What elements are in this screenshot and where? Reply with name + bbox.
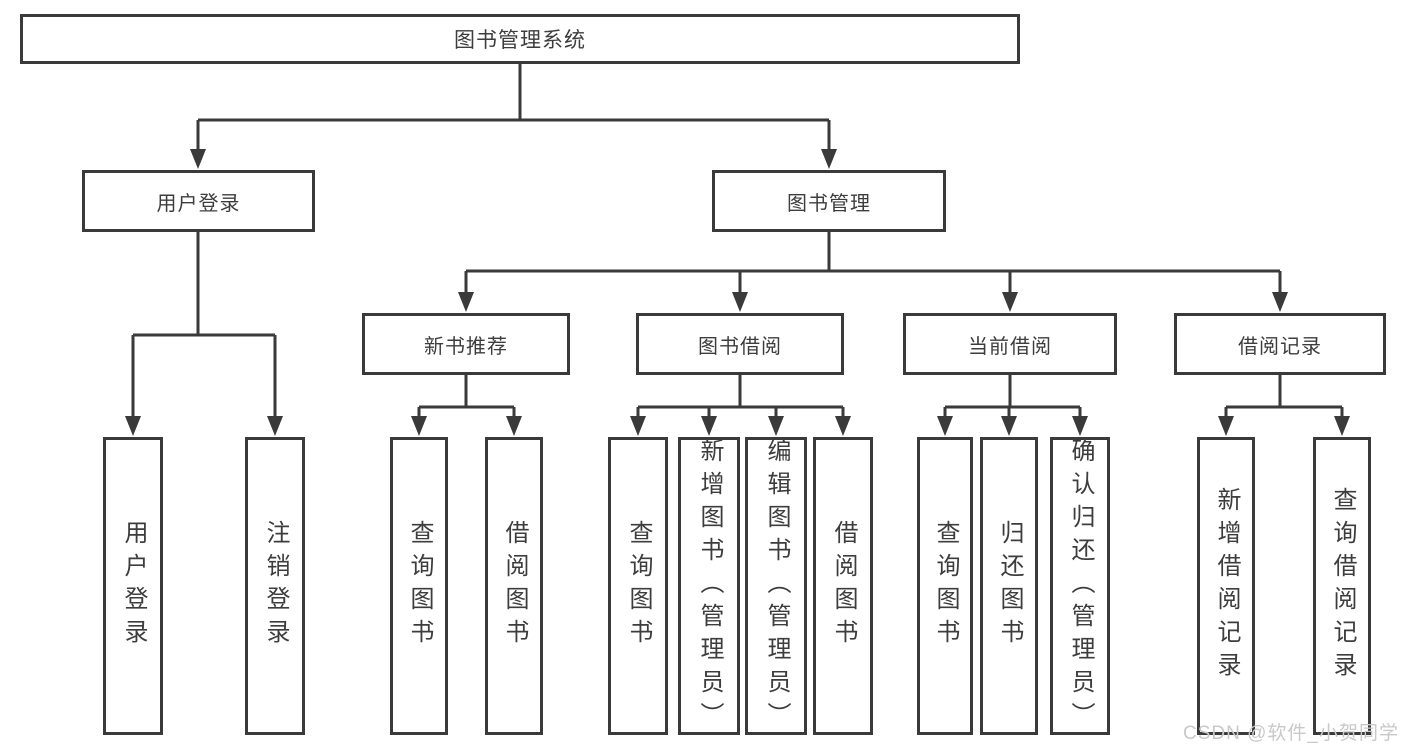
node-book-management: 图书管理: [712, 170, 946, 232]
leaf-user-login: 用户登录: [103, 437, 163, 735]
node-borrow-records: 借阅记录: [1174, 313, 1386, 375]
leaf-borrow-books-1: 借阅图书: [485, 437, 543, 735]
leaf-label: 编辑图书（管理员）: [763, 437, 790, 735]
leaf-label: 归还图书: [996, 520, 1023, 652]
leaf-edit-book-admin: 编辑图书（管理员）: [745, 437, 807, 735]
leaf-label: 查询图书: [625, 520, 652, 652]
node-library-system: 图书管理系统: [20, 14, 1020, 64]
leaf-label: 用户登录: [120, 520, 147, 652]
leaf-label: 借阅图书: [501, 520, 528, 652]
node-new-book-recommend: 新书推荐: [362, 313, 570, 375]
node-label: 图书管理: [787, 192, 871, 215]
node-label: 用户登录: [156, 192, 241, 215]
leaf-borrow-books-2: 借阅图书: [813, 437, 873, 735]
node-label: 当前借阅: [968, 335, 1052, 358]
leaf-label: 新增借阅记录: [1213, 487, 1240, 685]
node-label: 图书借阅: [698, 335, 782, 358]
leaf-label: 确认归还（管理员）: [1067, 437, 1094, 735]
leaf-label: 新增图书（管理员）: [696, 437, 723, 735]
leaf-add-book-admin: 新增图书（管理员）: [678, 437, 740, 735]
leaf-query-books-3: 查询图书: [917, 437, 973, 735]
leaf-logout: 注销登录: [245, 437, 305, 735]
leaf-label: 查询借阅记录: [1329, 487, 1356, 685]
node-user-login: 用户登录: [82, 170, 315, 232]
node-book-borrow: 图书借阅: [636, 313, 844, 375]
csdn-watermark: CSDN @软件_小贺同学: [1183, 723, 1399, 744]
leaf-query-books-1: 查询图书: [390, 437, 448, 735]
node-current-borrow: 当前借阅: [903, 313, 1117, 375]
leaf-add-borrow-record: 新增借阅记录: [1197, 437, 1255, 735]
node-label: 新书推荐: [424, 335, 508, 358]
leaf-query-borrow-record: 查询借阅记录: [1313, 437, 1371, 735]
leaf-label: 查询图书: [406, 520, 433, 652]
leaf-return-book: 归还图书: [980, 437, 1038, 735]
leaf-query-books-2: 查询图书: [608, 437, 668, 735]
leaf-label: 注销登录: [262, 520, 289, 652]
node-label: 借阅记录: [1238, 335, 1322, 358]
leaf-confirm-return-admin: 确认归还（管理员）: [1050, 437, 1110, 735]
leaf-label: 查询图书: [932, 520, 959, 652]
leaf-label: 借阅图书: [830, 520, 857, 652]
node-label: 图书管理系统: [454, 29, 586, 52]
